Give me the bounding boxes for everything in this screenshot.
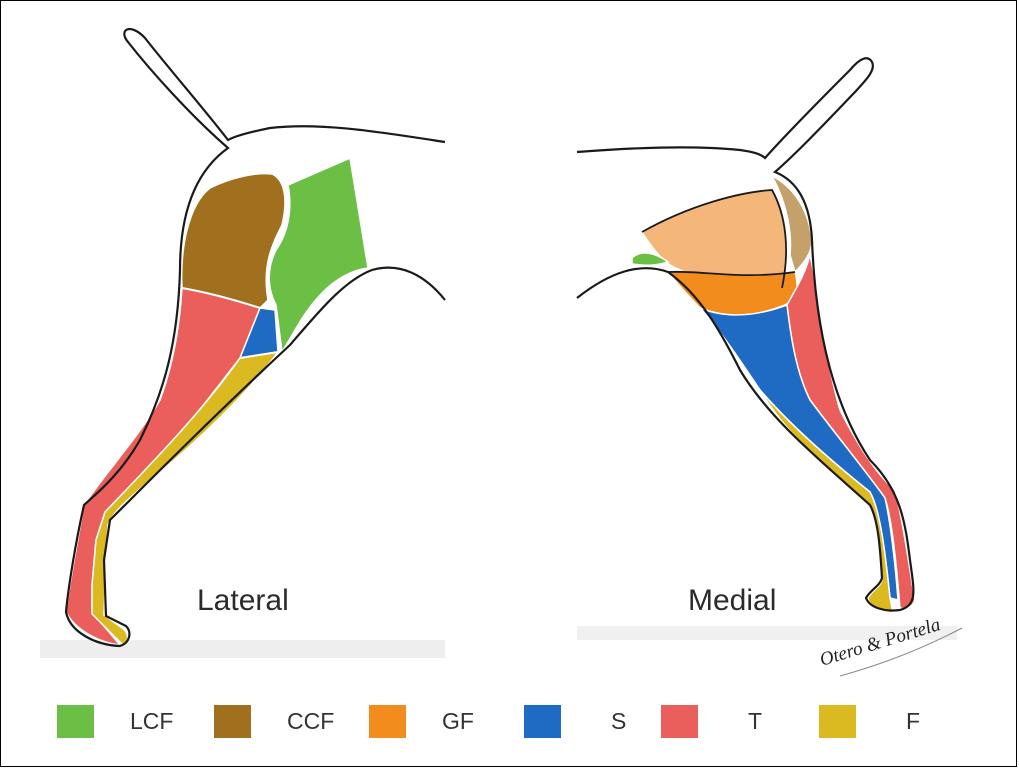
legend-item-s: S <box>524 705 626 738</box>
legend-item-t: T <box>661 705 762 738</box>
medial-limb <box>577 58 915 613</box>
legend-label-t: T <box>748 708 762 735</box>
legend-swatch-lcf <box>57 705 94 738</box>
signature: Otero & Portela <box>817 614 943 671</box>
legend-item-gf: GF <box>369 705 474 738</box>
legend-swatch-ccf <box>214 705 251 738</box>
legend-label-f: F <box>906 708 920 735</box>
legend-label-ccf: CCF <box>287 708 334 735</box>
legend-swatch-gf <box>369 705 406 738</box>
legend-swatch-f <box>819 705 856 738</box>
legend-label-lcf: LCF <box>130 708 173 735</box>
legend-swatch-t <box>661 705 698 738</box>
lateral-limb <box>66 29 445 646</box>
legend-item-lcf: LCF <box>57 705 173 738</box>
legend-label-s: S <box>611 708 626 735</box>
legend-item-f: F <box>819 705 920 738</box>
medial-view-label: Medial <box>688 584 776 617</box>
lateral-view-label: Lateral <box>197 584 289 617</box>
legend-label-gf: GF <box>442 708 474 735</box>
legend-item-ccf: CCF <box>214 705 334 738</box>
lateral-lcf-region <box>269 158 368 352</box>
legend-swatch-s <box>524 705 561 738</box>
